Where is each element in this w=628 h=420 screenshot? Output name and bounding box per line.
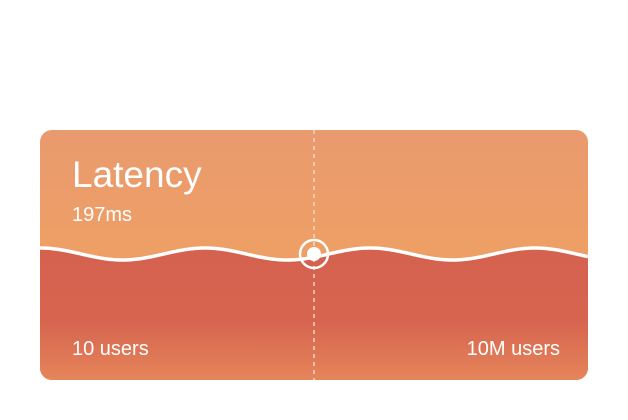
max-users-label: 10M users: [466, 338, 560, 360]
latency-value: 197ms: [72, 204, 133, 226]
card-title: Latency: [72, 154, 202, 195]
slider-handle[interactable]: [298, 238, 330, 270]
latency-card: Latency 197ms 10 users 10M users: [40, 130, 588, 380]
min-users-label: 10 users: [72, 338, 149, 360]
latency-wave-chart: [40, 130, 588, 380]
